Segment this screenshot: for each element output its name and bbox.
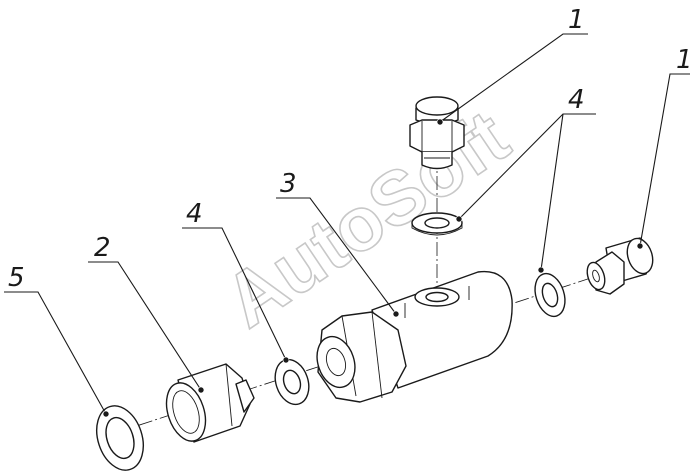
fitting-top [409, 96, 465, 170]
sleeve-nut [165, 363, 255, 443]
leader-lines [4, 33, 690, 418]
callout-3: 3 [280, 169, 297, 199]
washer-left [274, 358, 310, 406]
tee-body [316, 270, 513, 403]
callout-4-left: 4 [186, 199, 203, 229]
callout-4-right: 4 [568, 85, 585, 115]
fitting-right [586, 237, 654, 295]
callout-1-right: 1 [676, 45, 693, 75]
callout-2: 2 [94, 233, 111, 263]
callout-5: 5 [8, 263, 25, 293]
washer-right [534, 272, 566, 318]
callout-1-top: 1 [568, 5, 585, 35]
gasket [96, 405, 144, 471]
washer-top [411, 212, 463, 236]
